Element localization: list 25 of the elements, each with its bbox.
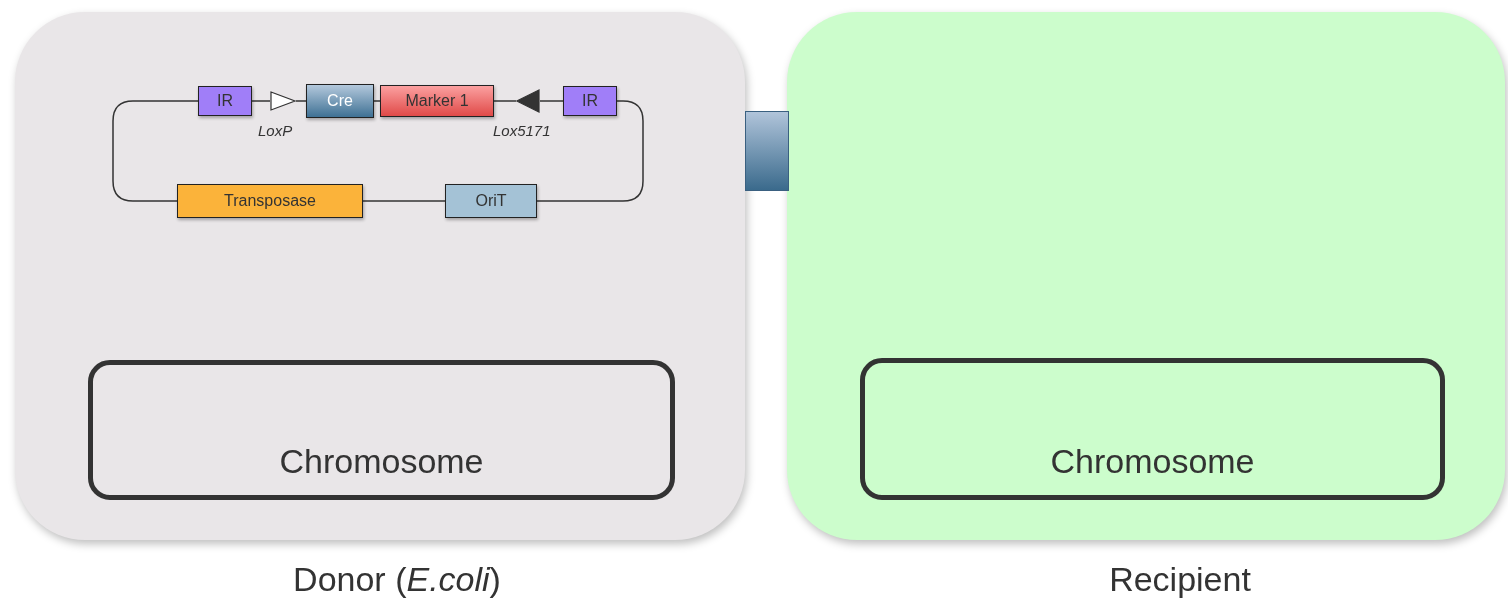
chromosome-label: Chromosome [1050, 442, 1255, 481]
site-triangle [270, 91, 296, 111]
plasmid-line [112, 100, 199, 202]
gene-box: IR [563, 86, 617, 116]
site-label: LoxP [258, 122, 293, 139]
gene-box: Marker 1 [380, 85, 494, 117]
plasmid-line [251, 100, 271, 102]
cell-label: Donor (E.coli) [293, 560, 501, 599]
chromosome-outline [88, 360, 675, 500]
gene-box: Transposase [177, 184, 363, 218]
plasmid-line [362, 200, 446, 202]
chromosome-label: Chromosome [279, 442, 484, 481]
plasmid-line [373, 100, 381, 102]
gene-box: OriT [445, 184, 537, 218]
plasmid-line [493, 100, 517, 102]
plasmid-line [295, 100, 307, 102]
chromosome-outline [860, 358, 1445, 500]
cell-label: Recipient [1109, 560, 1251, 599]
plasmid-line [539, 100, 564, 102]
site-label: Lox5171 [493, 122, 551, 139]
pore-box [745, 111, 789, 191]
plasmid-line [536, 100, 644, 202]
gene-box: Cre [306, 84, 374, 118]
site-triangle [516, 89, 540, 113]
gene-box: IR [198, 86, 252, 116]
